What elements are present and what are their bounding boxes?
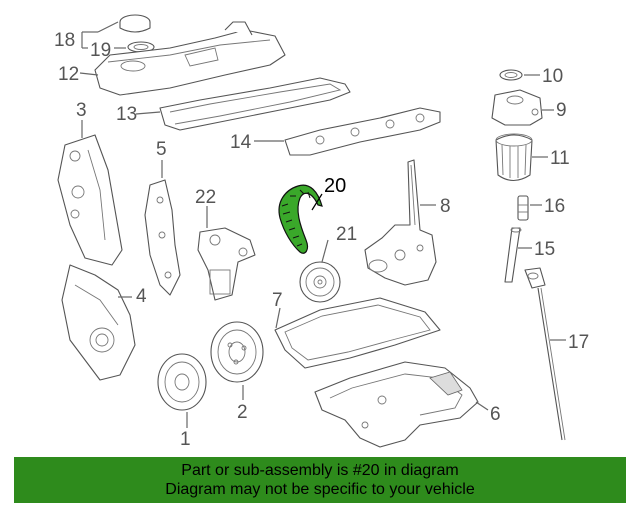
dipstick[interactable] [524,267,566,441]
crankshaft-pulley[interactable] [210,321,264,383]
callout-5[interactable]: 5 [156,139,167,160]
callout-16[interactable]: 16 [544,196,565,217]
tensioner-bracket[interactable] [144,179,181,296]
callout-18[interactable]: 18 [54,30,75,51]
callout-8[interactable]: 8 [440,196,451,217]
valve-cover-gasket[interactable] [159,77,351,131]
engine-parts-diagram: 18 19 12 13 14 3 4 5 [54,14,589,450]
callout-19[interactable]: 19 [90,40,111,61]
callout-6[interactable]: 6 [490,404,501,425]
timing-cover[interactable] [57,134,123,266]
info-banner: Part or sub-assembly is #20 in diagram D… [14,457,626,503]
oil-filter[interactable] [495,133,533,182]
callout-4[interactable]: 4 [136,286,147,307]
timing-housing[interactable] [61,264,136,381]
valve-cover[interactable] [94,21,286,96]
oil-pan-gasket[interactable] [274,297,441,369]
timing-pulley[interactable] [157,353,207,411]
belt-tensioner[interactable] [197,227,256,301]
banner-line-1: Part or sub-assembly is #20 in diagram [181,462,459,479]
callout-11[interactable]: 11 [550,148,570,169]
callout-14[interactable]: 14 [230,132,252,153]
banner-line-2: Diagram may not be specific to your vehi… [165,481,475,498]
dipstick-tube[interactable] [504,227,522,283]
callout-21[interactable]: 21 [336,224,357,245]
intake-manifold-gasket[interactable] [284,107,441,156]
dipstick-tube-seal[interactable] [517,195,529,221]
callout-12[interactable]: 12 [58,64,79,85]
timing-belt[interactable] [278,184,323,254]
callout-17[interactable]: 17 [568,332,589,353]
callout-7[interactable]: 7 [272,290,283,311]
callout-22[interactable]: 22 [195,187,216,208]
callout-13[interactable]: 13 [116,104,137,125]
o-ring[interactable] [499,69,523,81]
idler-pulley[interactable] [299,261,341,303]
callout-10[interactable]: 10 [542,66,563,87]
oil-pan[interactable] [314,361,479,448]
callout-20[interactable]: 20 [324,175,346,197]
callout-3[interactable]: 3 [76,100,87,121]
oil-filter-housing[interactable] [491,89,543,126]
oil-filler-cap[interactable] [119,14,151,33]
callout-15[interactable]: 15 [534,239,555,260]
callout-1[interactable]: 1 [180,429,191,450]
callout-2[interactable]: 2 [237,402,248,423]
oil-pump[interactable] [364,159,437,286]
callout-9[interactable]: 9 [556,100,567,121]
